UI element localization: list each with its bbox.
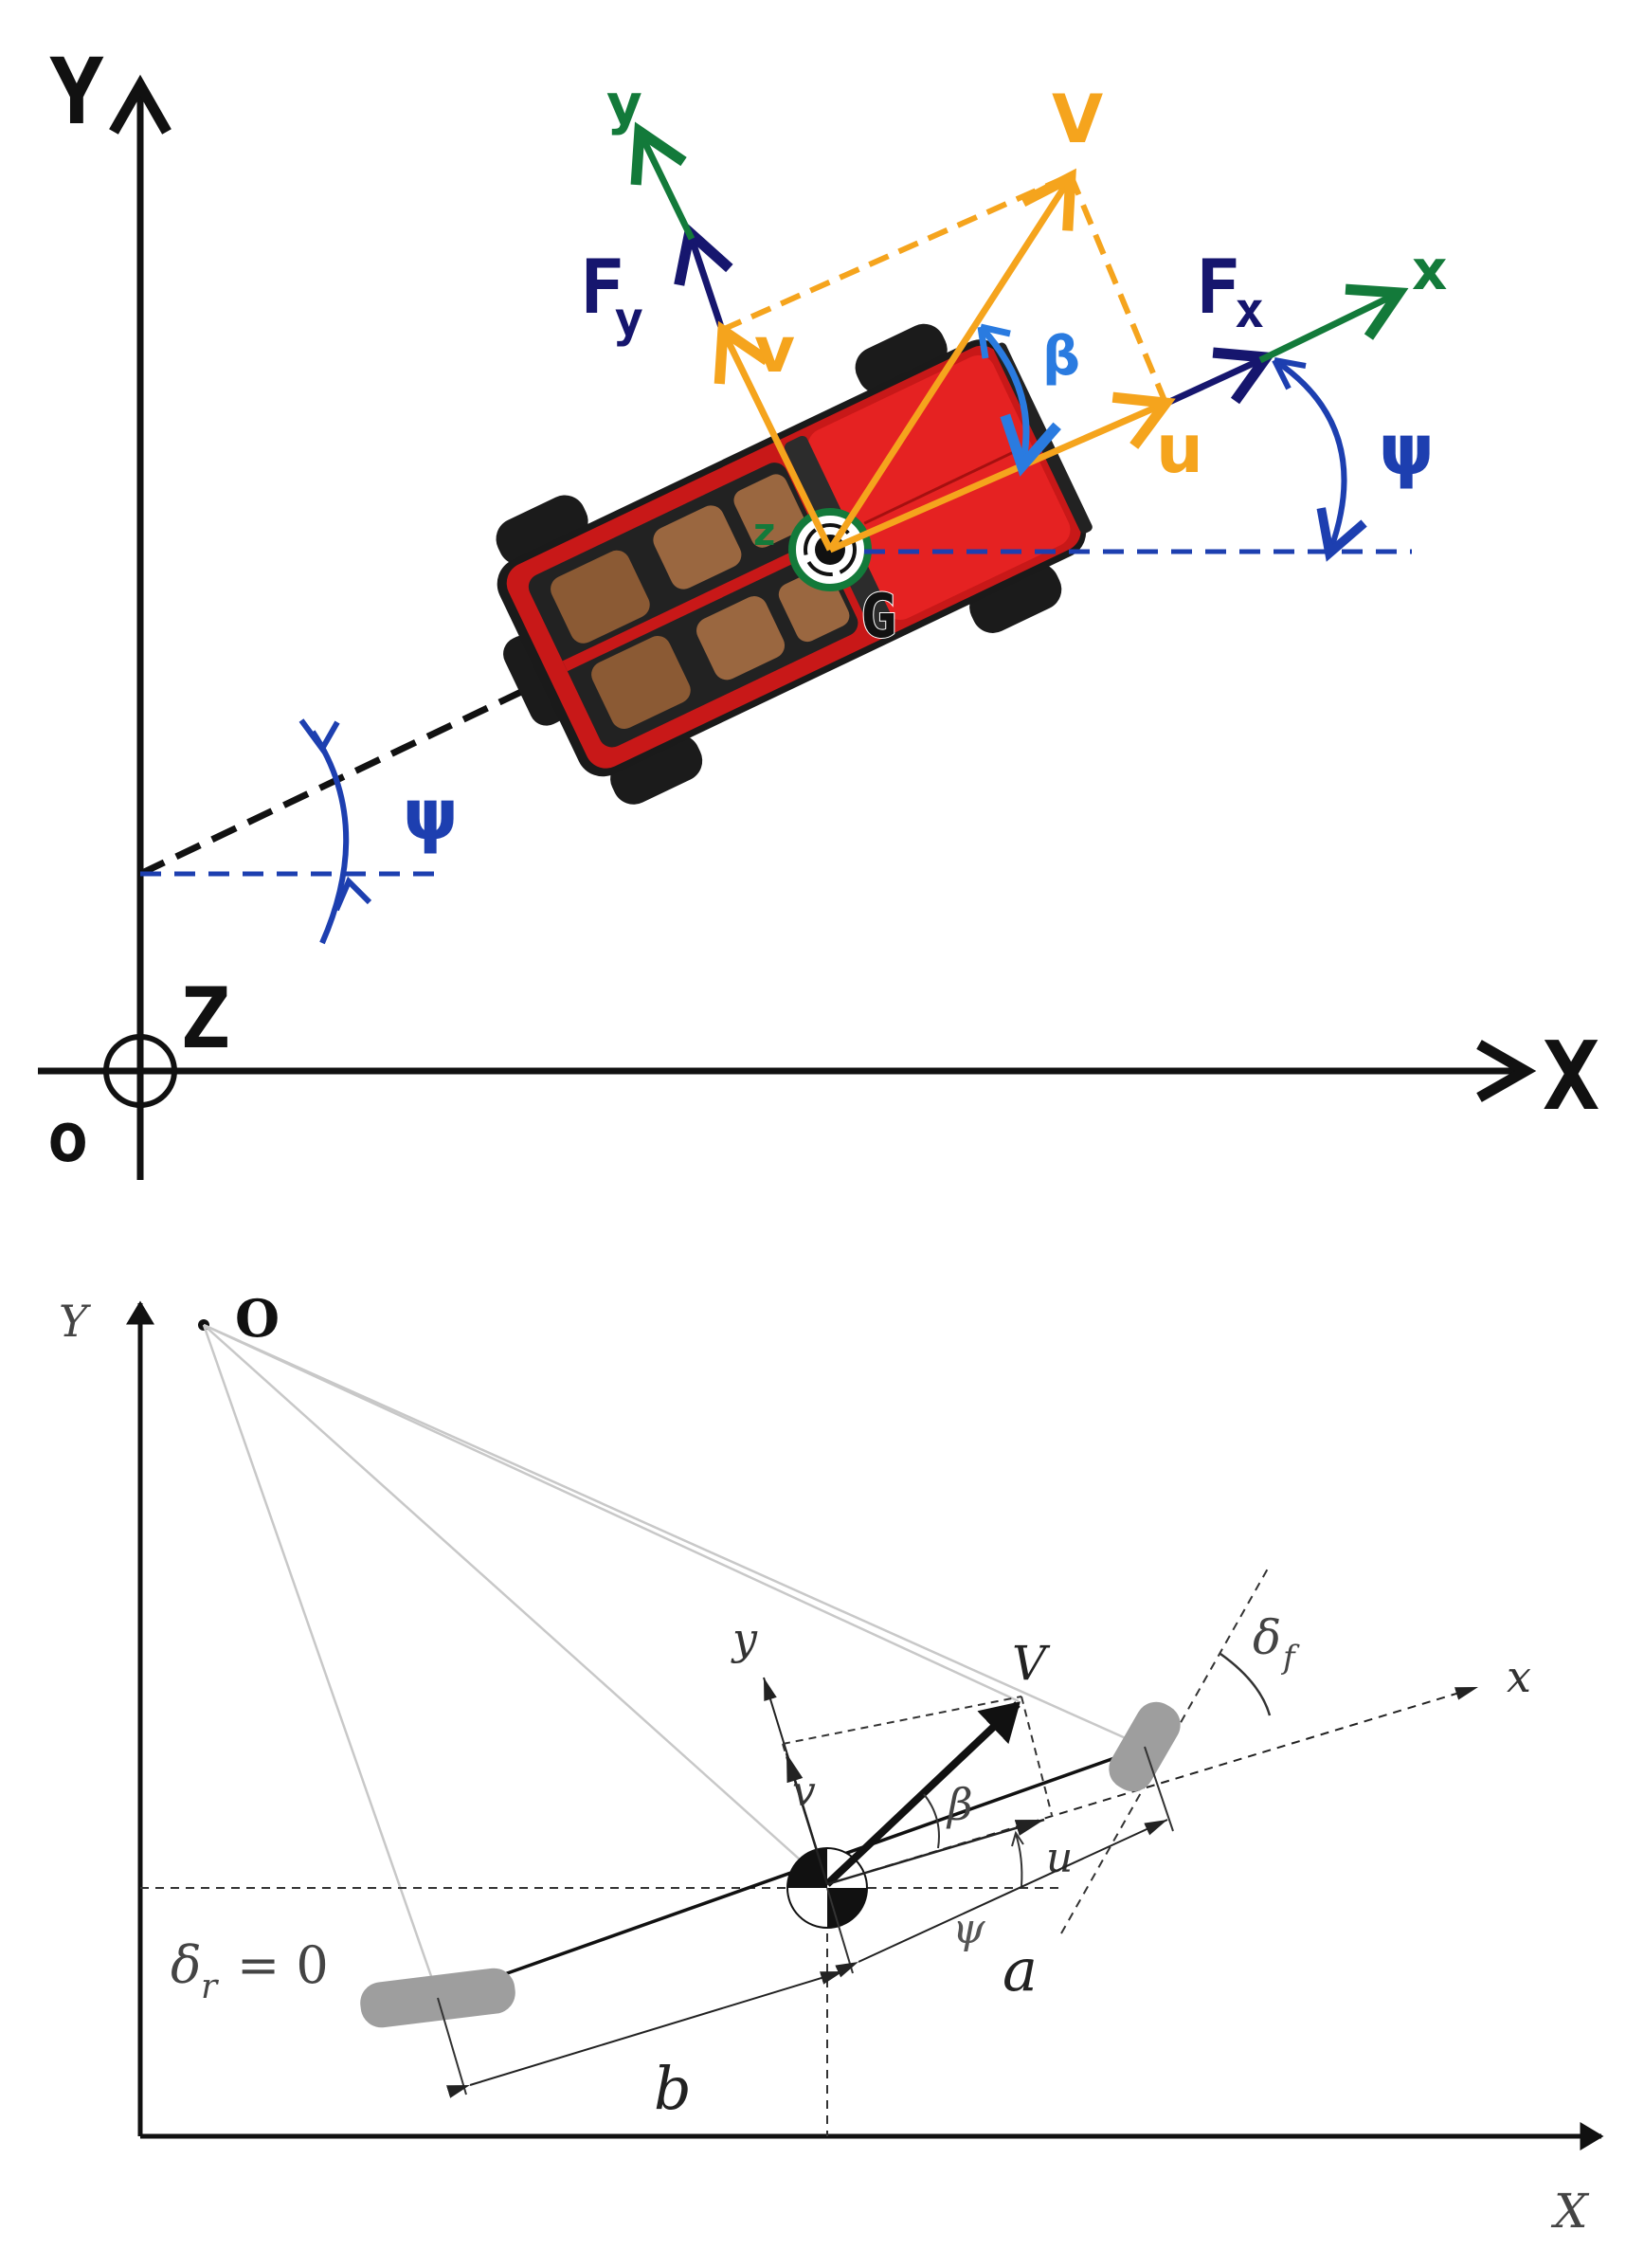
- top-body-x-label: x: [1412, 238, 1447, 302]
- bottom-panel: Y X O x y δ f δ r: [59, 1288, 1604, 2239]
- bottom-v-vector: [785, 1752, 829, 1885]
- top-psi-arc-left-tick1: [298, 718, 340, 754]
- top-psi-arc-left-tick2: [334, 876, 372, 912]
- bottom-v-label: v: [792, 1768, 816, 1816]
- top-cog-label: G: [860, 582, 897, 652]
- top-u-vector: [828, 391, 1176, 553]
- bottom-body-y-label: y: [731, 1613, 758, 1664]
- bottom-delta-f-arc: [1219, 1652, 1272, 1716]
- top-fy-arrow: [674, 222, 733, 332]
- top-body-x-axis: [1258, 283, 1409, 364]
- bottom-body-x-label: x: [1507, 1651, 1531, 1702]
- bottom-front-steer-line: [1060, 1568, 1269, 1934]
- top-origin-label: o: [47, 1098, 88, 1177]
- bottom-x-axis-label: X: [1550, 2184, 1590, 2239]
- top-body-y-label: y: [606, 72, 642, 136]
- top-fy-sub-label: y: [614, 292, 643, 349]
- bottom-rear-steer-sub: r: [201, 1968, 219, 2006]
- bottom-velocity-label: V: [1012, 1636, 1051, 1691]
- top-x-axis-label: X: [1543, 1021, 1599, 1132]
- bottom-velocity-vector: [824, 1701, 1021, 1887]
- bottom-y-axis-label: Y: [59, 1296, 92, 1347]
- bottom-front-steer-sub: f: [1280, 1639, 1300, 1677]
- top-u-label: u: [1156, 410, 1203, 488]
- bottom-u-label: u: [1046, 1834, 1073, 1882]
- bottom-dim-b-label: b: [654, 2054, 692, 2123]
- top-panel: Y X Z o ψ: [38, 39, 1599, 1180]
- bottom-dim-a-line: [835, 1819, 1168, 1978]
- bottom-dim-a-ext-front: [1144, 1746, 1174, 1832]
- top-psi-label-left: ψ: [403, 774, 459, 856]
- bottom-front-steer-main: δ: [1253, 1610, 1281, 1665]
- top-v-label: v: [754, 314, 795, 387]
- top-beta-arc: [978, 324, 1061, 477]
- top-z-axis-symbol: [103, 1034, 177, 1108]
- bottom-dim-b-line: [446, 1970, 844, 2098]
- bottom-rear-steer-main: δ: [171, 1935, 202, 1995]
- bottom-turn-rays: [202, 1323, 1146, 1996]
- bottom-psi-label: ψ: [952, 1905, 985, 1953]
- top-cog-inner-ring: [804, 523, 857, 576]
- bottom-beta-label: β: [946, 1779, 973, 1830]
- top-psi-arc-right-head: [1272, 357, 1307, 390]
- top-body-y-axis: [630, 121, 696, 241]
- top-psi-arc-left: [310, 730, 350, 945]
- top-fy-label: F: [580, 245, 624, 331]
- top-body-z-label: z: [753, 511, 775, 554]
- top-fx-arrow: [1165, 347, 1276, 407]
- top-fx-sub-label: x: [1235, 282, 1264, 339]
- top-y-axis-label: Y: [49, 39, 104, 145]
- top-v-rect-right: [1068, 173, 1168, 405]
- top-fx-label: F: [1196, 245, 1240, 331]
- bottom-v-rect-right: [1021, 1696, 1053, 1816]
- bottom-turn-center-label: O: [235, 1288, 280, 1349]
- top-v-vector: [827, 168, 1076, 552]
- top-psi-label-right: ψ: [1379, 409, 1435, 491]
- top-beta-arc-head: [977, 323, 1011, 359]
- top-psi-arc-right: [1273, 357, 1367, 562]
- bottom-rear-steer-eq: = 0: [237, 1935, 329, 1995]
- bottom-dim-a-label: a: [1003, 1935, 1038, 2005]
- top-z-axis-label: Z: [180, 970, 230, 1067]
- top-beta-label: β: [1042, 326, 1080, 388]
- top-velocity-label: V: [1052, 81, 1103, 158]
- bottom-beta-arc: [923, 1793, 940, 1849]
- top-v-lateral-vector: [714, 320, 834, 552]
